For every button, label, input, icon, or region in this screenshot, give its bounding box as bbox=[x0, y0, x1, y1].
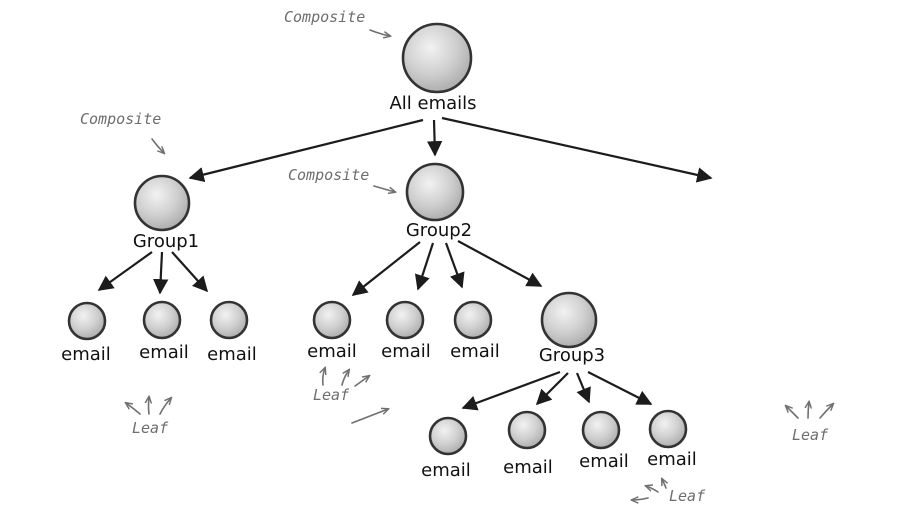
email-node-label: email bbox=[139, 342, 189, 363]
group3-node-label: Group3 bbox=[539, 345, 605, 366]
email-node-label: email bbox=[61, 344, 111, 365]
pointer-arrow-icon bbox=[646, 486, 659, 493]
edge-group2-email4 bbox=[351, 241, 421, 296]
edge-group3-email10 bbox=[587, 371, 653, 405]
leaf-email-1: email bbox=[61, 301, 111, 365]
node-group2: Group2 bbox=[405, 162, 472, 241]
edge-group2-email5 bbox=[414, 242, 435, 291]
annotation-leaf-group2: Leaf bbox=[313, 368, 388, 424]
pointer-arrow-icon bbox=[662, 479, 666, 489]
pointer-arrow-icon bbox=[632, 498, 649, 500]
email-node-label: email bbox=[207, 344, 257, 365]
edge-group3-email9 bbox=[575, 372, 591, 404]
email-node-label: email bbox=[647, 449, 697, 470]
group1-node-ball bbox=[133, 174, 191, 232]
leaf-annotation-label: Leaf bbox=[132, 419, 169, 437]
pointer-arrow-icon bbox=[786, 406, 799, 419]
leaf-email-9: email bbox=[579, 410, 629, 472]
edge-root-more bbox=[441, 116, 713, 183]
annotation-composite-group2: Composite bbox=[288, 166, 395, 192]
annotation-leaf-group1: Leaf bbox=[126, 397, 171, 437]
root-node-ball bbox=[401, 22, 473, 94]
tree-edges bbox=[97, 116, 713, 411]
pointer-arrow-icon bbox=[369, 29, 390, 36]
composite-annotation-label: Composite bbox=[288, 166, 369, 184]
group3-node-ball bbox=[540, 291, 598, 349]
email-node-ball bbox=[648, 409, 688, 449]
edge-group1-email2 bbox=[152, 251, 169, 295]
pointer-arrow-icon bbox=[151, 138, 164, 153]
pointer-arrow-icon bbox=[373, 185, 395, 192]
composite-annotation-label: Composite bbox=[284, 8, 365, 26]
email-node-ball bbox=[453, 300, 493, 340]
annotation-leaf-group3: Leaf bbox=[632, 479, 706, 505]
email-node-label: email bbox=[421, 460, 471, 481]
annotation-leaf-right: Leaf bbox=[786, 402, 833, 444]
email-node-ball bbox=[581, 410, 621, 450]
root-node-label: All emails bbox=[389, 93, 476, 114]
edge-group3-email7 bbox=[461, 370, 561, 411]
pointer-arrow-icon bbox=[126, 403, 141, 415]
group2-node-label: Group2 bbox=[406, 220, 472, 241]
email-node-ball bbox=[428, 416, 468, 456]
email-node-ball bbox=[385, 300, 425, 340]
leaf-annotation-label: Leaf bbox=[669, 487, 706, 505]
edge-root-group2 bbox=[426, 119, 443, 157]
node-group1: Group1 bbox=[133, 174, 199, 252]
leaf-email-7: email bbox=[421, 416, 471, 481]
pointer-arrow-icon bbox=[341, 370, 349, 386]
leaf-email-2: email bbox=[139, 300, 189, 363]
email-node-ball bbox=[507, 410, 547, 450]
pointer-arrow-icon bbox=[323, 368, 325, 386]
email-node-label: email bbox=[579, 451, 629, 472]
pointer-arrow-icon bbox=[159, 398, 171, 415]
group2-node-ball bbox=[405, 162, 465, 222]
email-node-ball bbox=[209, 300, 249, 340]
annotation-composite-root: Composite bbox=[284, 8, 390, 36]
leaf-email-4: email bbox=[307, 300, 357, 362]
leaf-email-6: email bbox=[450, 300, 500, 362]
group1-node-label: Group1 bbox=[133, 231, 199, 252]
email-node-label: email bbox=[381, 341, 431, 362]
edge-group2-group3 bbox=[457, 240, 543, 287]
leaf-email-3: email bbox=[207, 300, 257, 365]
node-root: All emails bbox=[389, 22, 477, 114]
leaf-email-8: email bbox=[503, 410, 553, 478]
pointer-arrow-icon bbox=[808, 402, 809, 419]
pointer-stroke-icon bbox=[351, 409, 388, 424]
pointer-arrow-icon bbox=[819, 404, 833, 419]
composite-annotation-label: Composite bbox=[80, 110, 161, 128]
leaf-annotation-label: Leaf bbox=[792, 426, 829, 444]
pointer-arrow-icon bbox=[354, 376, 369, 387]
email-node-ball bbox=[142, 300, 182, 340]
edge-group3-email8 bbox=[535, 372, 569, 406]
edge-group1-email3 bbox=[171, 251, 209, 293]
leaf-email-5: email bbox=[381, 300, 431, 362]
leaf-email-10: email bbox=[647, 409, 697, 470]
edge-root-group1 bbox=[188, 118, 424, 183]
email-node-label: email bbox=[307, 341, 357, 362]
email-node-label: email bbox=[503, 457, 553, 478]
email-node-label: email bbox=[450, 341, 500, 362]
annotation-composite-group1: Composite bbox=[80, 110, 164, 153]
email-node-ball bbox=[67, 301, 107, 341]
pointer-arrow-icon bbox=[149, 397, 150, 415]
edge-group2-email6 bbox=[444, 242, 465, 289]
edge-group1-email1 bbox=[97, 251, 153, 291]
node-group3: Group3 bbox=[539, 291, 605, 366]
leaf-annotation-label: Leaf bbox=[313, 386, 350, 404]
email-node-ball bbox=[312, 300, 352, 340]
